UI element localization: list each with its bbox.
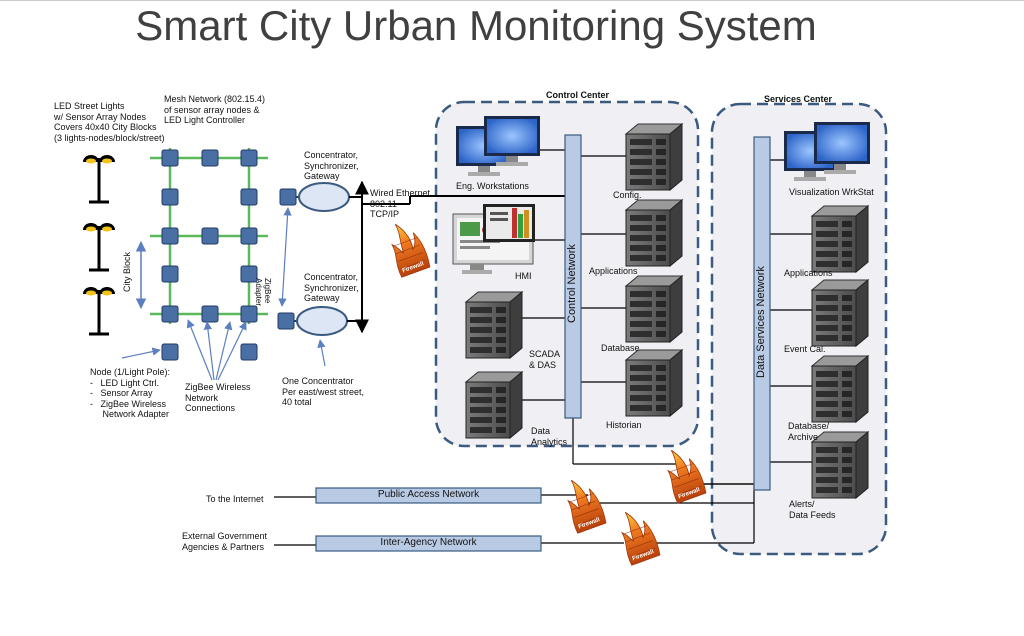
sensor-node (201, 305, 219, 323)
server-icon (624, 348, 684, 418)
ethernet-bus (347, 180, 565, 334)
control-network-label: Control Network (566, 244, 578, 323)
database-archive-label: Database/ Archive (788, 421, 830, 442)
sensor-node (240, 188, 258, 206)
event-cal-label: Event Cal. (784, 344, 826, 354)
services-center-label: Services Center (764, 94, 833, 104)
visualization-label: Visualization WrkStat (789, 187, 874, 197)
servers (464, 122, 870, 500)
server-icon (464, 290, 524, 360)
control-center-label: Control Center (546, 90, 609, 100)
zigbee-adapter-label: ZigBee Adapter (254, 278, 272, 307)
top-rule (0, 0, 1024, 1)
street-light-icon (83, 287, 115, 336)
data-services-network-label: Data Services Network (755, 266, 767, 378)
alerts-label: Alerts/ Data Feeds (789, 499, 836, 520)
applications-cc-label: Applications (589, 266, 638, 276)
sensor-node (161, 188, 179, 206)
sensor-node (240, 305, 258, 323)
concentrator-bottom-label: Concentrator, Synchronizer, Gateway (304, 272, 359, 303)
config-label: Config. (613, 190, 642, 200)
inter-agency-network-label: Inter-Agency Network (380, 537, 477, 548)
sensor-node (240, 343, 258, 361)
mesh-nodes (161, 149, 258, 361)
mesh-network-label: Mesh Network (802.15.4) of sensor array … (164, 94, 266, 125)
server-icon (624, 198, 684, 268)
street-light-icon (83, 223, 115, 272)
server-icon (464, 370, 524, 440)
concentrator-top-label: Concentrator, Synchronizer, Gateway (304, 150, 359, 181)
external-gov-label: External Government Agencies & Partners (182, 531, 268, 552)
database-label: Database (601, 343, 640, 353)
public-access-network-label: Public Access Network (377, 489, 480, 500)
sensor-node (201, 149, 219, 167)
led-street-lights-label: LED Street Lights w/ Sensor Array Nodes … (54, 101, 165, 143)
sensor-node (161, 227, 179, 245)
historian-label: Historian (606, 420, 642, 430)
firewall-icon: Firewall (667, 449, 707, 504)
concentrator-top (279, 182, 350, 212)
sensor-node (161, 265, 179, 283)
sensor-node (161, 149, 179, 167)
inter-agency-network-bar (315, 535, 542, 552)
hmi-label: HMI (515, 271, 532, 281)
eng-workstations-icon (456, 116, 540, 176)
server-icon (810, 430, 870, 500)
firewall-icon: Firewall (391, 223, 431, 278)
visualization-workstation-icon (784, 122, 870, 181)
sensor-node (161, 305, 179, 323)
sensor-node (240, 265, 258, 283)
annotation-arrows (121, 207, 326, 381)
sensor-node (201, 227, 219, 245)
public-access-network-bar (315, 487, 542, 504)
sensor-node (240, 149, 258, 167)
city-block-label: City Block (122, 251, 132, 292)
scada-label: SCADA & DAS (529, 349, 561, 370)
wired-ethernet-label: Wired Ethernet 802.11 TCP/IP (370, 188, 431, 219)
server-icon (810, 278, 870, 348)
firewall-icon: Firewall (621, 511, 661, 566)
page-title: Smart City Urban Monitoring System (135, 2, 817, 49)
server-icon (810, 354, 870, 424)
to-internet-label: To the Internet (206, 494, 264, 504)
data-analytics-label: Data Analytics (531, 426, 568, 447)
node-label: Node (1/Light Pole): - LED Light Ctrl. -… (90, 367, 171, 419)
concentrator-bottom (277, 306, 348, 336)
server-icon (810, 204, 870, 274)
server-icon (624, 274, 684, 344)
eng-workstations-label: Eng. Workstations (456, 181, 529, 191)
firewall-icon: Firewall (567, 479, 607, 534)
sensor-node (161, 343, 179, 361)
hmi-screen-icon (452, 204, 535, 274)
control-network-bar (564, 134, 582, 419)
server-icon (624, 122, 684, 192)
street-light-icon (83, 155, 115, 204)
sensor-node (240, 227, 258, 245)
one-concentrator-label: One Concentrator Per east/west street, 4… (282, 376, 365, 407)
services-network-links (274, 159, 812, 546)
applications-sc-label: Applications (784, 268, 833, 278)
data-services-network-bar (753, 136, 771, 491)
zigbee-connections-label: ZigBee Wireless Network Connections (185, 382, 251, 413)
